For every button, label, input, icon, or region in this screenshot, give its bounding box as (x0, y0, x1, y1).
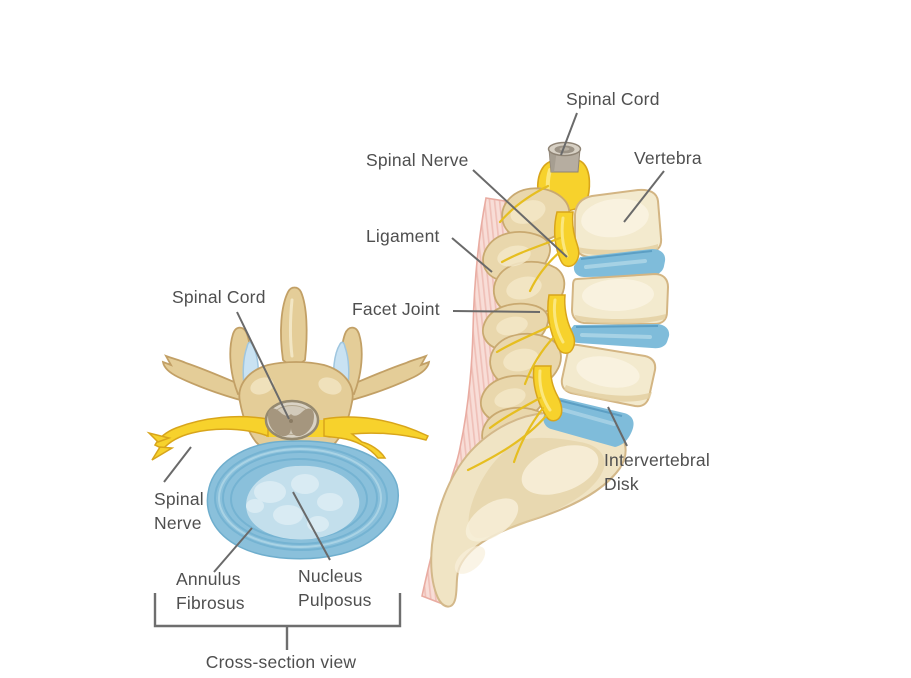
label-intervertebral-disk-line1: Intervertebral (604, 450, 710, 470)
spinous-highlight (289, 298, 294, 358)
leader-spinal-cord-lateral (560, 112, 578, 156)
spinal-cord-stub (547, 141, 582, 173)
nerve-root-highlights (538, 216, 569, 412)
label-spinal-cord-lateral: Spinal Cord (566, 89, 660, 109)
label-cross-section-caption: Cross-section view (206, 652, 357, 672)
cross-section-bracket (153, 593, 402, 650)
sacrum (430, 411, 627, 608)
spinous-process (280, 286, 308, 366)
intervertebral-disk-cross (206, 440, 399, 560)
label-ligament: Ligament (366, 226, 440, 246)
leader-intervertebral-disk (607, 406, 628, 447)
leader-nucleus-pulposus (292, 491, 331, 561)
arch-highlight-right (318, 377, 342, 395)
label-nucleus-pulposus-line2: Pulposus (298, 590, 372, 610)
leader-vertebra (623, 170, 665, 223)
leader-facet-joint (452, 310, 541, 313)
labels: Spinal Cord Vertebra Spinal Nerve Ligame… (154, 89, 710, 672)
leader-ligament (451, 237, 493, 273)
leader-spinal-cord-cross (236, 311, 290, 420)
label-spinal-nerve-cross-line2: Nerve (154, 513, 202, 533)
spinal-nerve-right (323, 416, 430, 459)
label-annulus-fibrosus-line2: Fibrosus (176, 593, 245, 613)
spinal-nerve-left (153, 415, 269, 450)
nerve-branches (466, 184, 564, 472)
transverse-processes (161, 354, 431, 406)
annulus-light-ring (218, 448, 382, 548)
leader-lines (163, 112, 665, 573)
spinal-cord-cross (264, 399, 320, 441)
label-spinal-nerve-cross-line1: Spinal (154, 489, 204, 509)
label-vertebra: Vertebra (634, 148, 702, 168)
lateral-view-illustration (421, 141, 670, 608)
arch-highlight-left (250, 377, 274, 395)
leader-spinal-nerve-lateral (472, 169, 568, 258)
label-spinal-nerve-lateral: Spinal Nerve (366, 150, 469, 170)
label-nucleus-pulposus-line1: Nucleus (298, 566, 363, 586)
leader-annulus-fibrosus (213, 527, 253, 573)
label-facet-joint: Facet Joint (352, 299, 440, 319)
label-intervertebral-disk-line2: Disk (604, 474, 639, 494)
leader-spinal-nerve-cross (163, 446, 192, 483)
label-spinal-cord-cross: Spinal Cord (172, 287, 266, 307)
vertebral-column (543, 188, 670, 447)
label-annulus-fibrosus-line1: Annulus (176, 569, 241, 589)
